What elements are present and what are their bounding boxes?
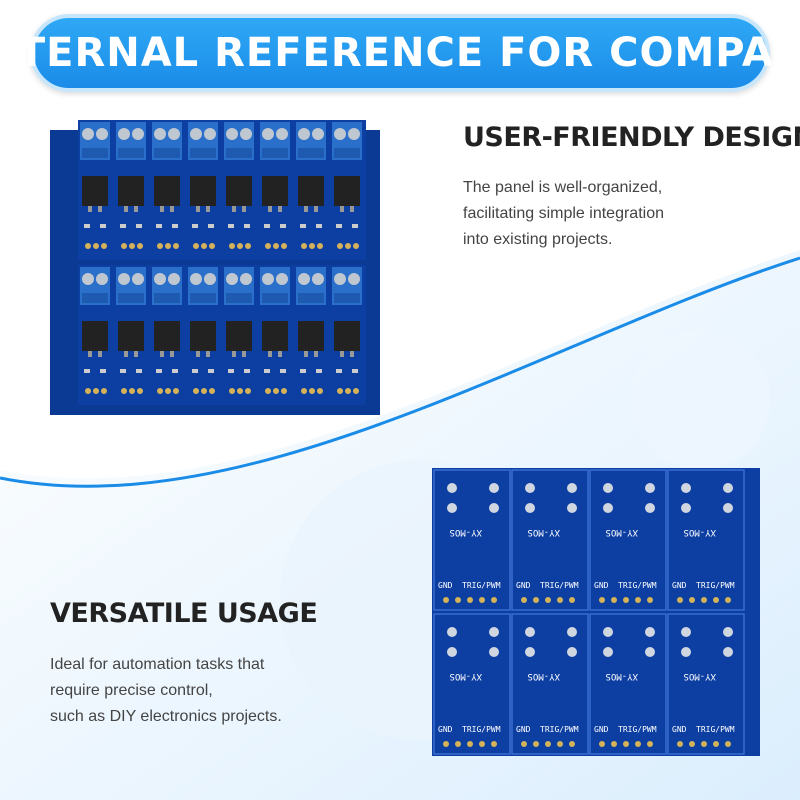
banner-title: INTERNAL REFERENCE FOR COMPACT <box>0 30 800 76</box>
svg-text:GND: GND <box>672 581 687 590</box>
svg-text:TRIG/PWM: TRIG/PWM <box>540 581 579 590</box>
section2-line: Ideal for automation tasks that <box>50 656 265 673</box>
svg-text:GND: GND <box>516 725 531 734</box>
svg-text:GND: GND <box>594 725 609 734</box>
product-photo-terminal-boards <box>50 120 380 415</box>
section2-line: such as DIY electronics projects. <box>50 708 282 725</box>
svg-text:XY-MOS: XY-MOS <box>683 671 716 681</box>
section1-text: The panel is well-organized, facilitatin… <box>463 175 664 253</box>
section2-heading: VERSATILE USAGE <box>50 598 318 629</box>
svg-text:XY-MOS: XY-MOS <box>605 671 638 681</box>
svg-text:GND: GND <box>594 581 609 590</box>
product-photo-pcb-back: GND GND GND GND GND GND GND GND TRIG/PWM TRIG/… <box>432 468 760 756</box>
svg-text:TRIG/PWM: TRIG/PWM <box>696 581 735 590</box>
svg-text:XY-MOS: XY-MOS <box>605 527 638 537</box>
section1-heading: USER-FRIENDLY DESIGN <box>463 122 800 153</box>
section2-text: Ideal for automation tasks that require … <box>50 652 282 730</box>
svg-text:GND: GND <box>672 725 687 734</box>
svg-text:TRIG/PWM: TRIG/PWM <box>462 581 501 590</box>
svg-text:TRIG/PWM: TRIG/PWM <box>618 725 657 734</box>
svg-text:XY-MOS: XY-MOS <box>449 671 482 681</box>
svg-text:TRIG/PWM: TRIG/PWM <box>462 725 501 734</box>
section1-line: The panel is well-organized, <box>463 179 663 196</box>
section2-line: require precise control, <box>50 682 213 699</box>
svg-text:GND: GND <box>438 725 453 734</box>
svg-text:TRIG/PWM: TRIG/PWM <box>696 725 735 734</box>
svg-text:GND: GND <box>516 581 531 590</box>
svg-text:XY-MOS: XY-MOS <box>527 671 560 681</box>
title-banner: INTERNAL REFERENCE FOR COMPACT <box>0 14 800 92</box>
svg-text:TRIG/PWM: TRIG/PWM <box>618 581 657 590</box>
svg-text:XY-MOS: XY-MOS <box>449 527 482 537</box>
svg-text:XY-MOS: XY-MOS <box>683 527 716 537</box>
svg-text:XY-MOS: XY-MOS <box>527 527 560 537</box>
svg-text:TRIG/PWM: TRIG/PWM <box>540 725 579 734</box>
section1-line: into existing projects. <box>463 231 613 248</box>
board-gnd-label: GND <box>438 581 453 590</box>
section1-line: facilitating simple integration <box>463 205 664 222</box>
